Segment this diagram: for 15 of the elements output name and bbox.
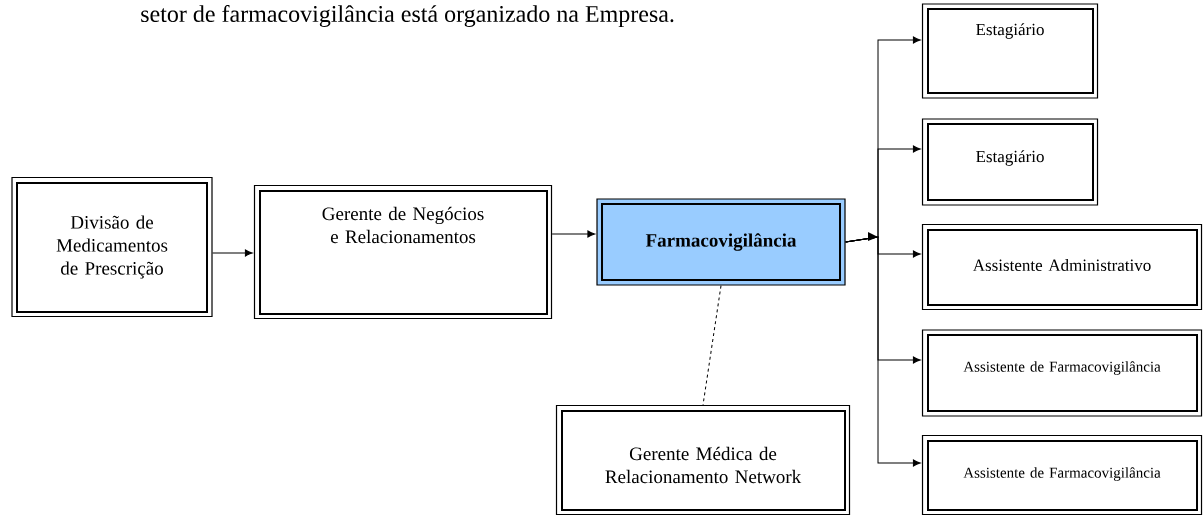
branch-arrow xyxy=(845,236,921,467)
double-bordered-box: Assistente de Farmacovigilância xyxy=(921,329,1203,417)
double-bordered-box: Divisão de Medicamentos de Prescrição xyxy=(11,176,213,318)
double-bordered-box: Estagiário xyxy=(921,118,1099,206)
double-bordered-box: Gerente de Negócios e Relacionamentos xyxy=(253,184,553,320)
arrowhead xyxy=(868,232,878,241)
double-bordered-box: Estagiário xyxy=(921,3,1099,99)
double-bordered-box: Assistente Administrativo xyxy=(921,223,1203,311)
arrow xyxy=(212,249,253,257)
dashed-connector xyxy=(702,285,722,406)
highlighted-box: Farmacovigilância xyxy=(596,198,846,286)
intro-sentence: setor de farmacovigilância está organizado na Empresa. xyxy=(141,4,674,28)
double-bordered-box: Gerente Médica de Relacionamento Network xyxy=(555,404,851,516)
double-bordered-box: Assistente de Farmacovigilância xyxy=(921,434,1203,516)
arrow xyxy=(551,230,596,238)
